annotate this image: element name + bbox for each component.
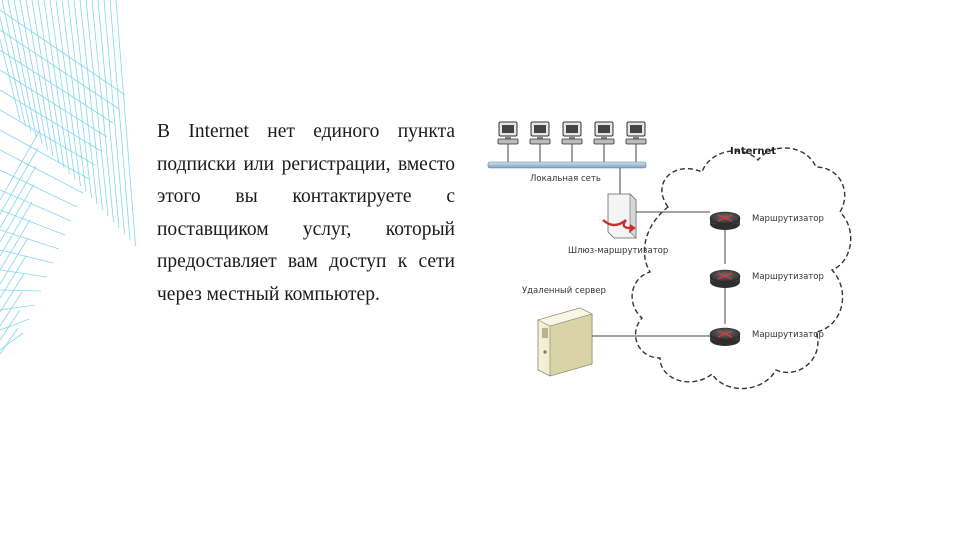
wireframe-decoration (0, 0, 136, 355)
body-text: В Internet нет единого пункта подписки и… (157, 121, 455, 305)
workstation-icon (529, 121, 551, 162)
internet-cloud (631, 147, 852, 390)
lan-label: Локальная сеть (530, 174, 601, 184)
gateway-router-icon (602, 193, 637, 239)
remote-server-icon (537, 307, 593, 377)
router-icon (709, 211, 741, 230)
router-label: Маршрутизатор (752, 272, 824, 282)
router-icon (709, 269, 741, 288)
workstation-icon (593, 121, 615, 162)
router-label: Маршрутизатор (752, 214, 824, 224)
remote-server-label: Удаленный сервер (522, 286, 606, 296)
gateway-label: Шлюз-маршрутизатор (568, 246, 668, 256)
router-label: Маршрутизатор (752, 330, 824, 340)
cloud-title: Internet (730, 146, 776, 157)
workstation-icon (561, 121, 583, 162)
router-icon (709, 327, 741, 346)
workstation-icon (625, 121, 647, 162)
network-diagram: Internet Локальная сеть Шлюз-маршрутизат… (487, 121, 852, 390)
lan-bar (487, 161, 647, 169)
workstation-icon (497, 121, 519, 162)
lan-workstations (497, 121, 647, 162)
